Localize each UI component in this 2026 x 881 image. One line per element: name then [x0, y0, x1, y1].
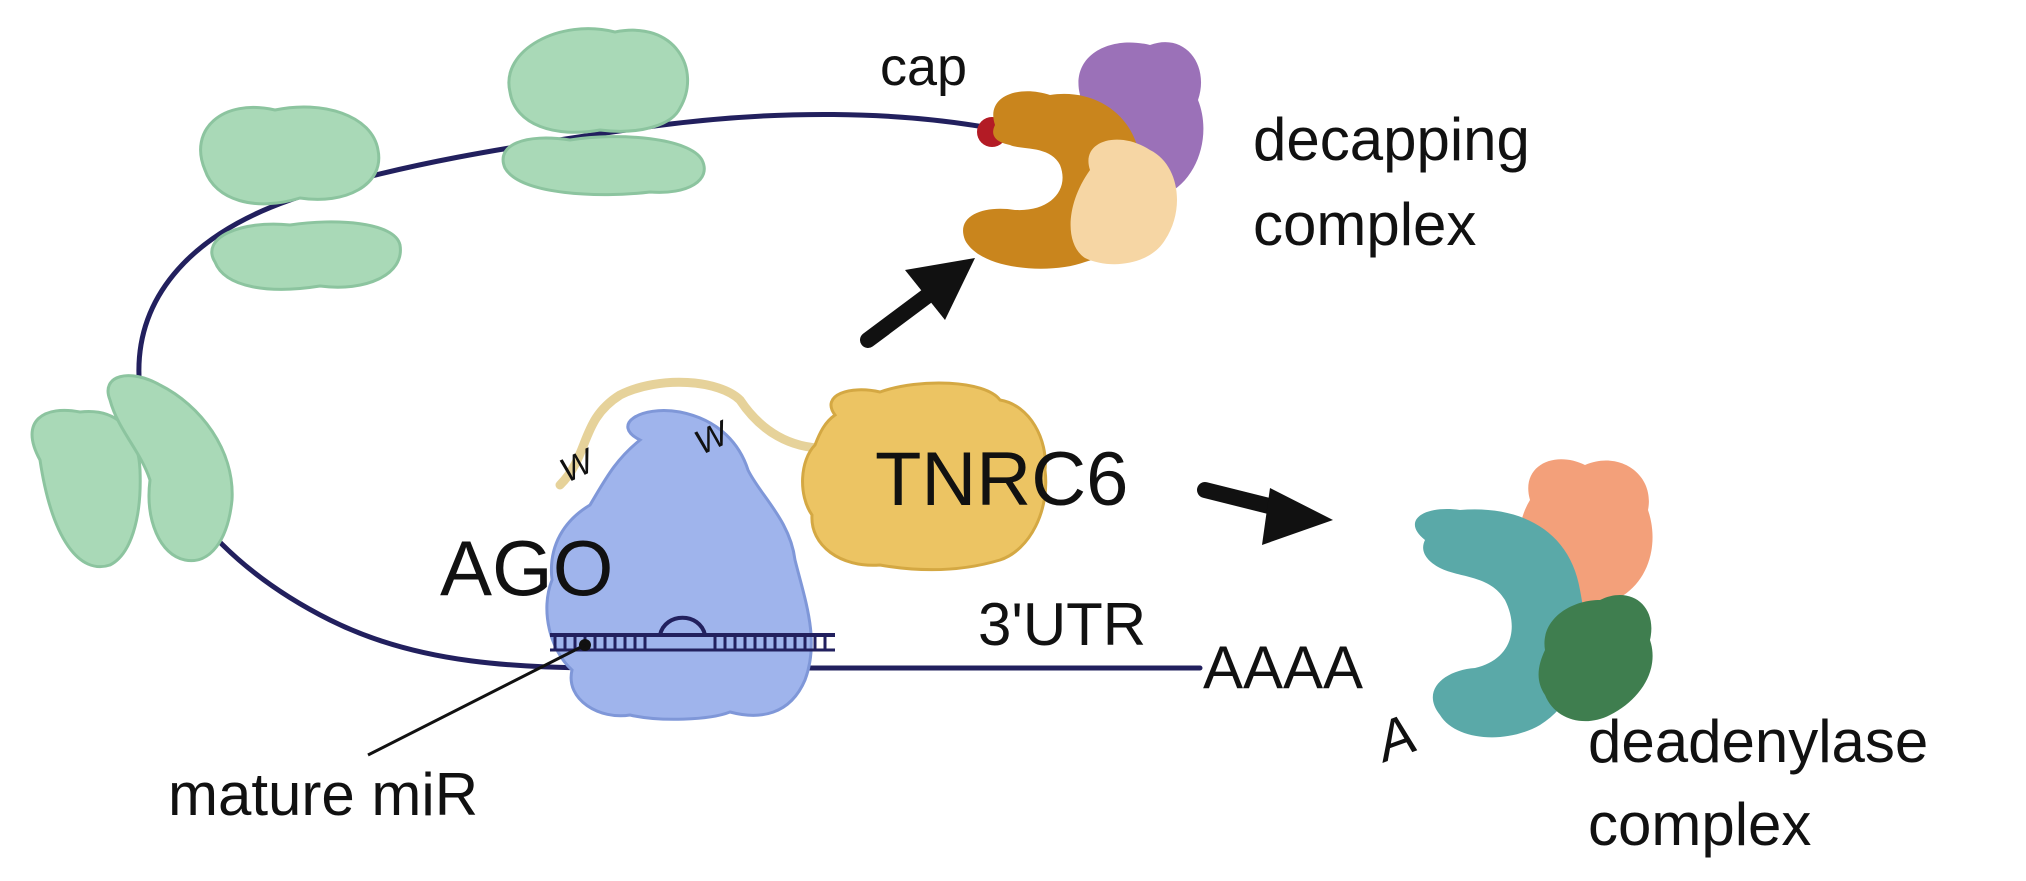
mrna-strand [136, 111, 1203, 671]
label-loose-a: A [1365, 701, 1424, 774]
tnrc6-linker [555, 377, 835, 490]
ribosome-left [30, 374, 234, 569]
ribosome-upper-left [199, 105, 402, 291]
arrow-to-decapping [860, 258, 975, 348]
label-3utr: 3'UTR [978, 591, 1146, 658]
tnrc6-protein [801, 381, 1048, 572]
label-ago: AGO [440, 524, 613, 612]
label-deadenylase-line1: deadenylase [1588, 708, 1928, 775]
label-mature-mir: mature miR [168, 761, 478, 828]
deadenylase-complex [1414, 459, 1653, 738]
label-deadenylase-line2: complex [1588, 791, 1811, 858]
label-tnrc6: TNRC6 [875, 437, 1128, 522]
mature-mir-pointer [367, 643, 586, 757]
decapping-complex [963, 42, 1204, 269]
ribosome-top [501, 27, 706, 197]
label-decapping-line2: complex [1253, 191, 1476, 258]
label-decapping-line1: decapping [1253, 106, 1530, 173]
label-cap: cap [880, 37, 967, 97]
label-polya: AAAA [1203, 634, 1363, 701]
arrow-to-deadenylase [1197, 482, 1333, 545]
